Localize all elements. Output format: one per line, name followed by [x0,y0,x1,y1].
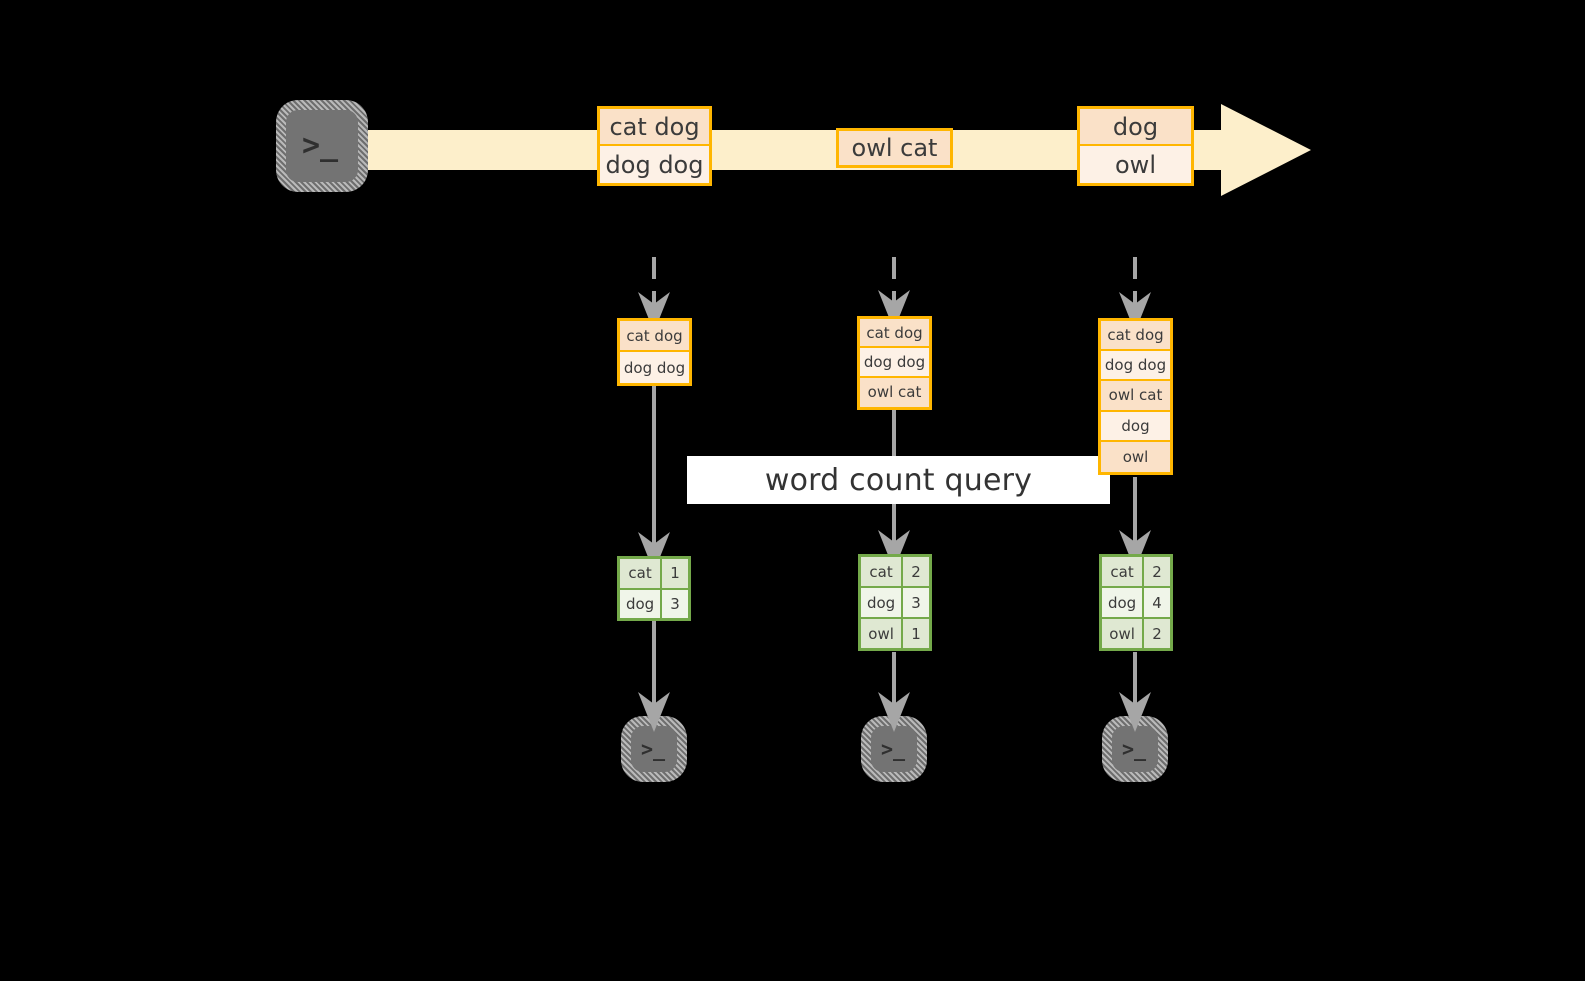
query-label-text: word count query [764,462,1033,498]
table-cell-word: dog [1102,588,1145,617]
snapshot-input-line: cat dog [860,319,929,349]
table-cell-word: owl [861,619,904,648]
table-cell-word: owl [1102,619,1145,648]
table-row: cat 2 [861,557,929,588]
result-table-2: cat 2 dog 3 owl 1 [858,554,932,651]
snapshot-2-input-stack: cat dog dog dog owl cat [857,316,932,410]
snapshot-input-line: dog dog [860,348,929,378]
terminal-screen: >_ [631,726,677,772]
snapshot-input-line: owl cat [1101,381,1170,412]
stream-event-line: dog dog [600,146,709,183]
terminal-screen: >_ [286,110,358,182]
table-row: cat 2 [1102,557,1170,588]
table-cell-count: 2 [903,557,929,586]
stream-event-line: owl cat [839,131,950,165]
snapshot-input-line: dog [1101,411,1170,442]
table-cell-count: 2 [1144,557,1170,586]
result-table-3: cat 2 dog 4 owl 2 [1099,554,1173,651]
snapshot-input-line: cat dog [1101,321,1170,352]
table-row: dog 3 [620,589,688,618]
snapshot-3-input-stack: cat dog dog dog owl cat dog owl [1098,318,1173,475]
table-cell-word: dog [620,589,663,618]
snapshot-1-input-stack: cat dog dog dog [617,318,692,386]
table-row: dog 3 [861,588,929,619]
sink-terminal-icon-2: >_ [861,716,927,782]
snapshot-input-line: dog dog [1101,351,1170,382]
stream-event-group-1: cat dog dog dog [597,106,712,186]
result-table-1: cat 1 dog 3 [617,556,691,621]
table-cell-word: cat [861,557,904,586]
table-cell-word: cat [1102,557,1145,586]
table-cell-word: dog [861,588,904,617]
table-cell-count: 3 [903,588,929,617]
table-row: owl 2 [1102,619,1170,648]
terminal-screen: >_ [1112,726,1158,772]
stream-event-group-3: dog owl [1077,106,1194,186]
stream-event-line: owl [1080,146,1191,183]
table-cell-word: cat [620,559,663,588]
terminal-screen: >_ [871,726,917,772]
table-cell-count: 4 [1144,588,1170,617]
table-cell-count: 1 [903,619,929,648]
snapshot-input-line: owl cat [860,377,929,407]
table-row: dog 4 [1102,588,1170,619]
table-cell-count: 2 [1144,619,1170,648]
table-row: owl 1 [861,619,929,648]
snapshot-input-line: owl [1101,441,1170,472]
snapshot-input-line: dog dog [620,352,689,383]
table-cell-count: 1 [662,559,688,588]
terminal-prompt-glyph: >_ [302,128,339,163]
table-row: cat 1 [620,559,688,590]
terminal-prompt-glyph: >_ [1122,737,1147,761]
stream-event-line: dog [1080,109,1191,146]
snapshot-input-line: cat dog [620,321,689,352]
stream-event-group-2: owl cat [836,128,953,168]
source-terminal-icon: >_ [276,100,368,192]
stream-event-line: cat dog [600,109,709,146]
terminal-prompt-glyph: >_ [641,737,666,761]
query-label-band: word count query [687,456,1110,504]
table-cell-count: 3 [662,589,688,618]
terminal-prompt-glyph: >_ [881,737,906,761]
